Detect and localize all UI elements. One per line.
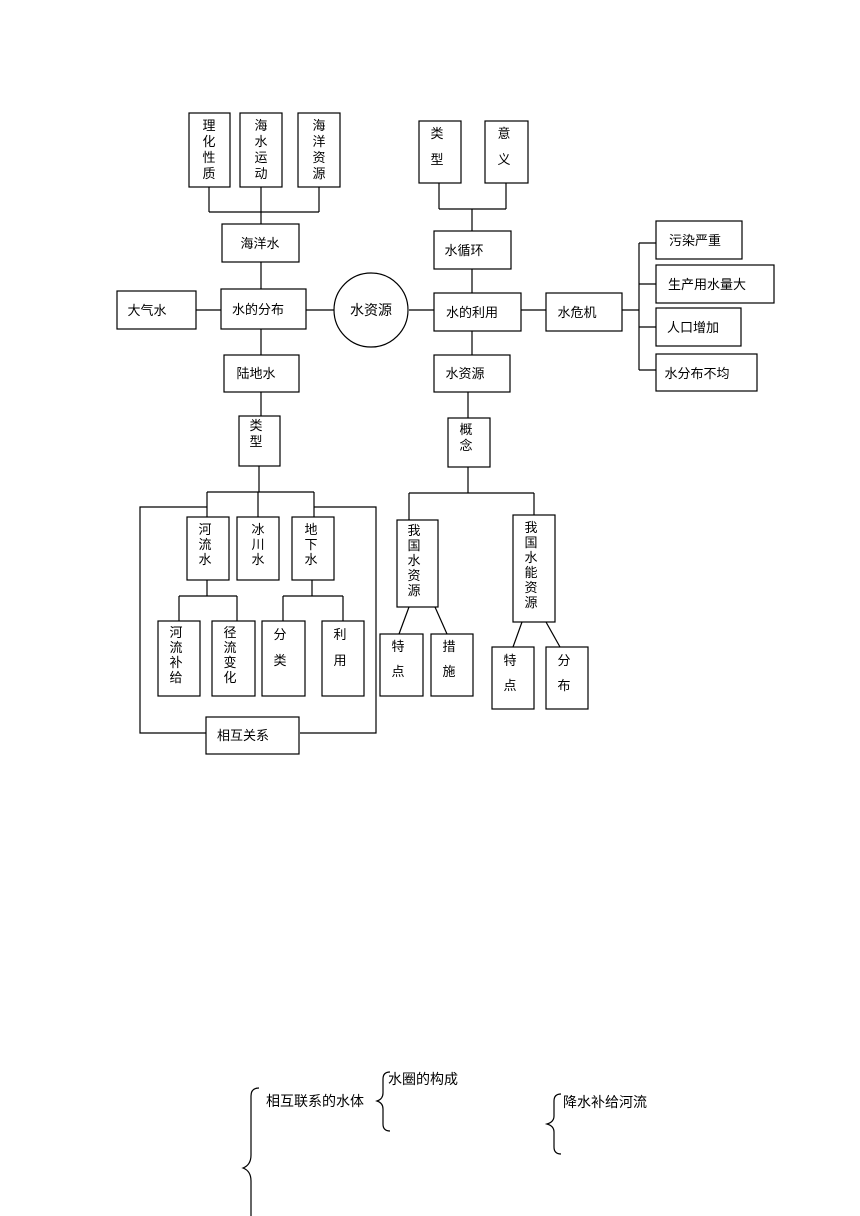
center-node: 水资源 <box>333 272 409 348</box>
small-brace-2 <box>544 1093 562 1155</box>
node-resource-box <box>433 354 511 393</box>
node-cycle-topic-box <box>484 120 529 184</box>
node-crisis-box <box>545 292 623 332</box>
node-river-topic-box <box>211 620 256 697</box>
node-ground-topic-1: 分类 <box>273 628 286 669</box>
small-brace-1 <box>375 1071 391 1132</box>
node-land-types: 类型 <box>249 419 262 450</box>
node-land-box <box>223 354 300 393</box>
node-concept: 概念 <box>459 423 472 454</box>
outline-sub1: 水圈的构成 <box>388 1072 458 1088</box>
node-distribution-box <box>220 288 307 330</box>
node-ground-topic-box <box>321 620 365 697</box>
node-crisis-cause-3: 人口增加 <box>667 321 719 336</box>
node-crisis: 水危机 <box>557 306 596 321</box>
node-crisis-cause-box <box>655 220 743 260</box>
node-cycle-topic-2: 意义 <box>497 126 510 168</box>
node-crisis-cause-box <box>655 264 775 304</box>
node-land-kind-box <box>186 516 230 581</box>
big-brace <box>241 1087 260 1216</box>
node-ocean-topic-box <box>239 112 283 188</box>
node-river-topic-1: 河流补给 <box>169 626 182 686</box>
node-ocean: 海洋水 <box>240 237 279 252</box>
node-china-hydro-topic-2: 分布 <box>557 654 570 694</box>
node-ocean-topic-box <box>297 112 341 188</box>
left-branch: 理化性质 海水运动 海洋资源 海洋水 大气水 水的分布 陆地水 类型 河流水 冰… <box>116 112 365 755</box>
node-china-water-box <box>396 519 439 608</box>
node-resource: 水资源 <box>445 367 484 382</box>
node-river-topic-2: 径流变化 <box>223 626 236 686</box>
node-atmosphere-box <box>116 290 197 330</box>
node-concept-box <box>447 417 491 468</box>
node-use: 水的利用 <box>446 305 498 321</box>
node-china-hydro: 我国水能资源 <box>524 521 537 611</box>
node-crisis-cause-4: 水分布不均 <box>664 367 729 382</box>
node-china-hydro-topic-box <box>491 646 535 710</box>
node-cycle-topic-box <box>418 120 462 184</box>
node-land-types-box <box>238 415 281 467</box>
node-ocean-topic-box <box>188 112 231 188</box>
node-cycle: 水循环 <box>444 244 483 259</box>
node-relation: 相互关系 <box>217 729 269 744</box>
center-circle <box>333 272 409 348</box>
node-river-water: 河流水 <box>198 523 211 568</box>
right-branch: 类型 意义 水循环 水的利用 水危机 污染严重 生产用水量大 人口增加 水分布不… <box>379 120 775 710</box>
node-ground-topic-2: 利用 <box>333 628 346 669</box>
node-china-hydro-topic-box <box>545 646 589 710</box>
node-china-hydro-box <box>512 514 556 623</box>
node-crisis-cause-box <box>655 307 742 347</box>
right-connectors <box>398 183 656 648</box>
node-land: 陆地水 <box>236 366 275 382</box>
node-cycle-topic-1: 类型 <box>430 127 443 168</box>
node-glacier-water: 冰川水 <box>251 523 264 568</box>
node-ocean-topic-2: 海水运动 <box>254 119 267 182</box>
node-ocean-topic-1: 理化性质 <box>202 119 215 182</box>
node-relation-box <box>205 716 300 755</box>
node-china-water-topic-box <box>379 633 424 697</box>
node-river-topic-box <box>157 620 201 697</box>
node-crisis-cause-1: 污染严重 <box>669 233 721 249</box>
node-cycle-box <box>433 230 512 270</box>
node-ground-water: 地下水 <box>304 523 317 568</box>
node-ground-topic-box <box>261 620 306 697</box>
node-ocean-topic-3: 海洋资源 <box>312 119 325 182</box>
brace-outline: 相互联系的水体 水圈的构成 降水补给河流 <box>241 1071 647 1216</box>
node-china-hydro-topic-1: 特点 <box>503 654 516 694</box>
node-use-box <box>433 292 522 332</box>
node-land-kind-box <box>236 516 280 581</box>
node-china-water: 我国水资源 <box>407 524 420 599</box>
node-crisis-cause-2: 生产用水量大 <box>668 278 746 293</box>
left-connectors <box>139 187 377 734</box>
node-ocean-box <box>221 223 300 263</box>
node-china-water-topic-2: 措施 <box>442 640 455 680</box>
center-label: 水资源 <box>350 303 392 319</box>
outline-main: 相互联系的水体 <box>266 1094 364 1110</box>
node-land-kind-box <box>291 516 335 581</box>
node-distribution: 水的分布 <box>232 302 284 318</box>
node-china-water-topic-1: 特点 <box>391 640 404 680</box>
node-china-water-topic-box <box>430 633 474 697</box>
outline-sub2: 降水补给河流 <box>563 1095 647 1111</box>
node-crisis-cause-box <box>655 353 758 392</box>
node-atmosphere: 大气水 <box>127 303 166 319</box>
